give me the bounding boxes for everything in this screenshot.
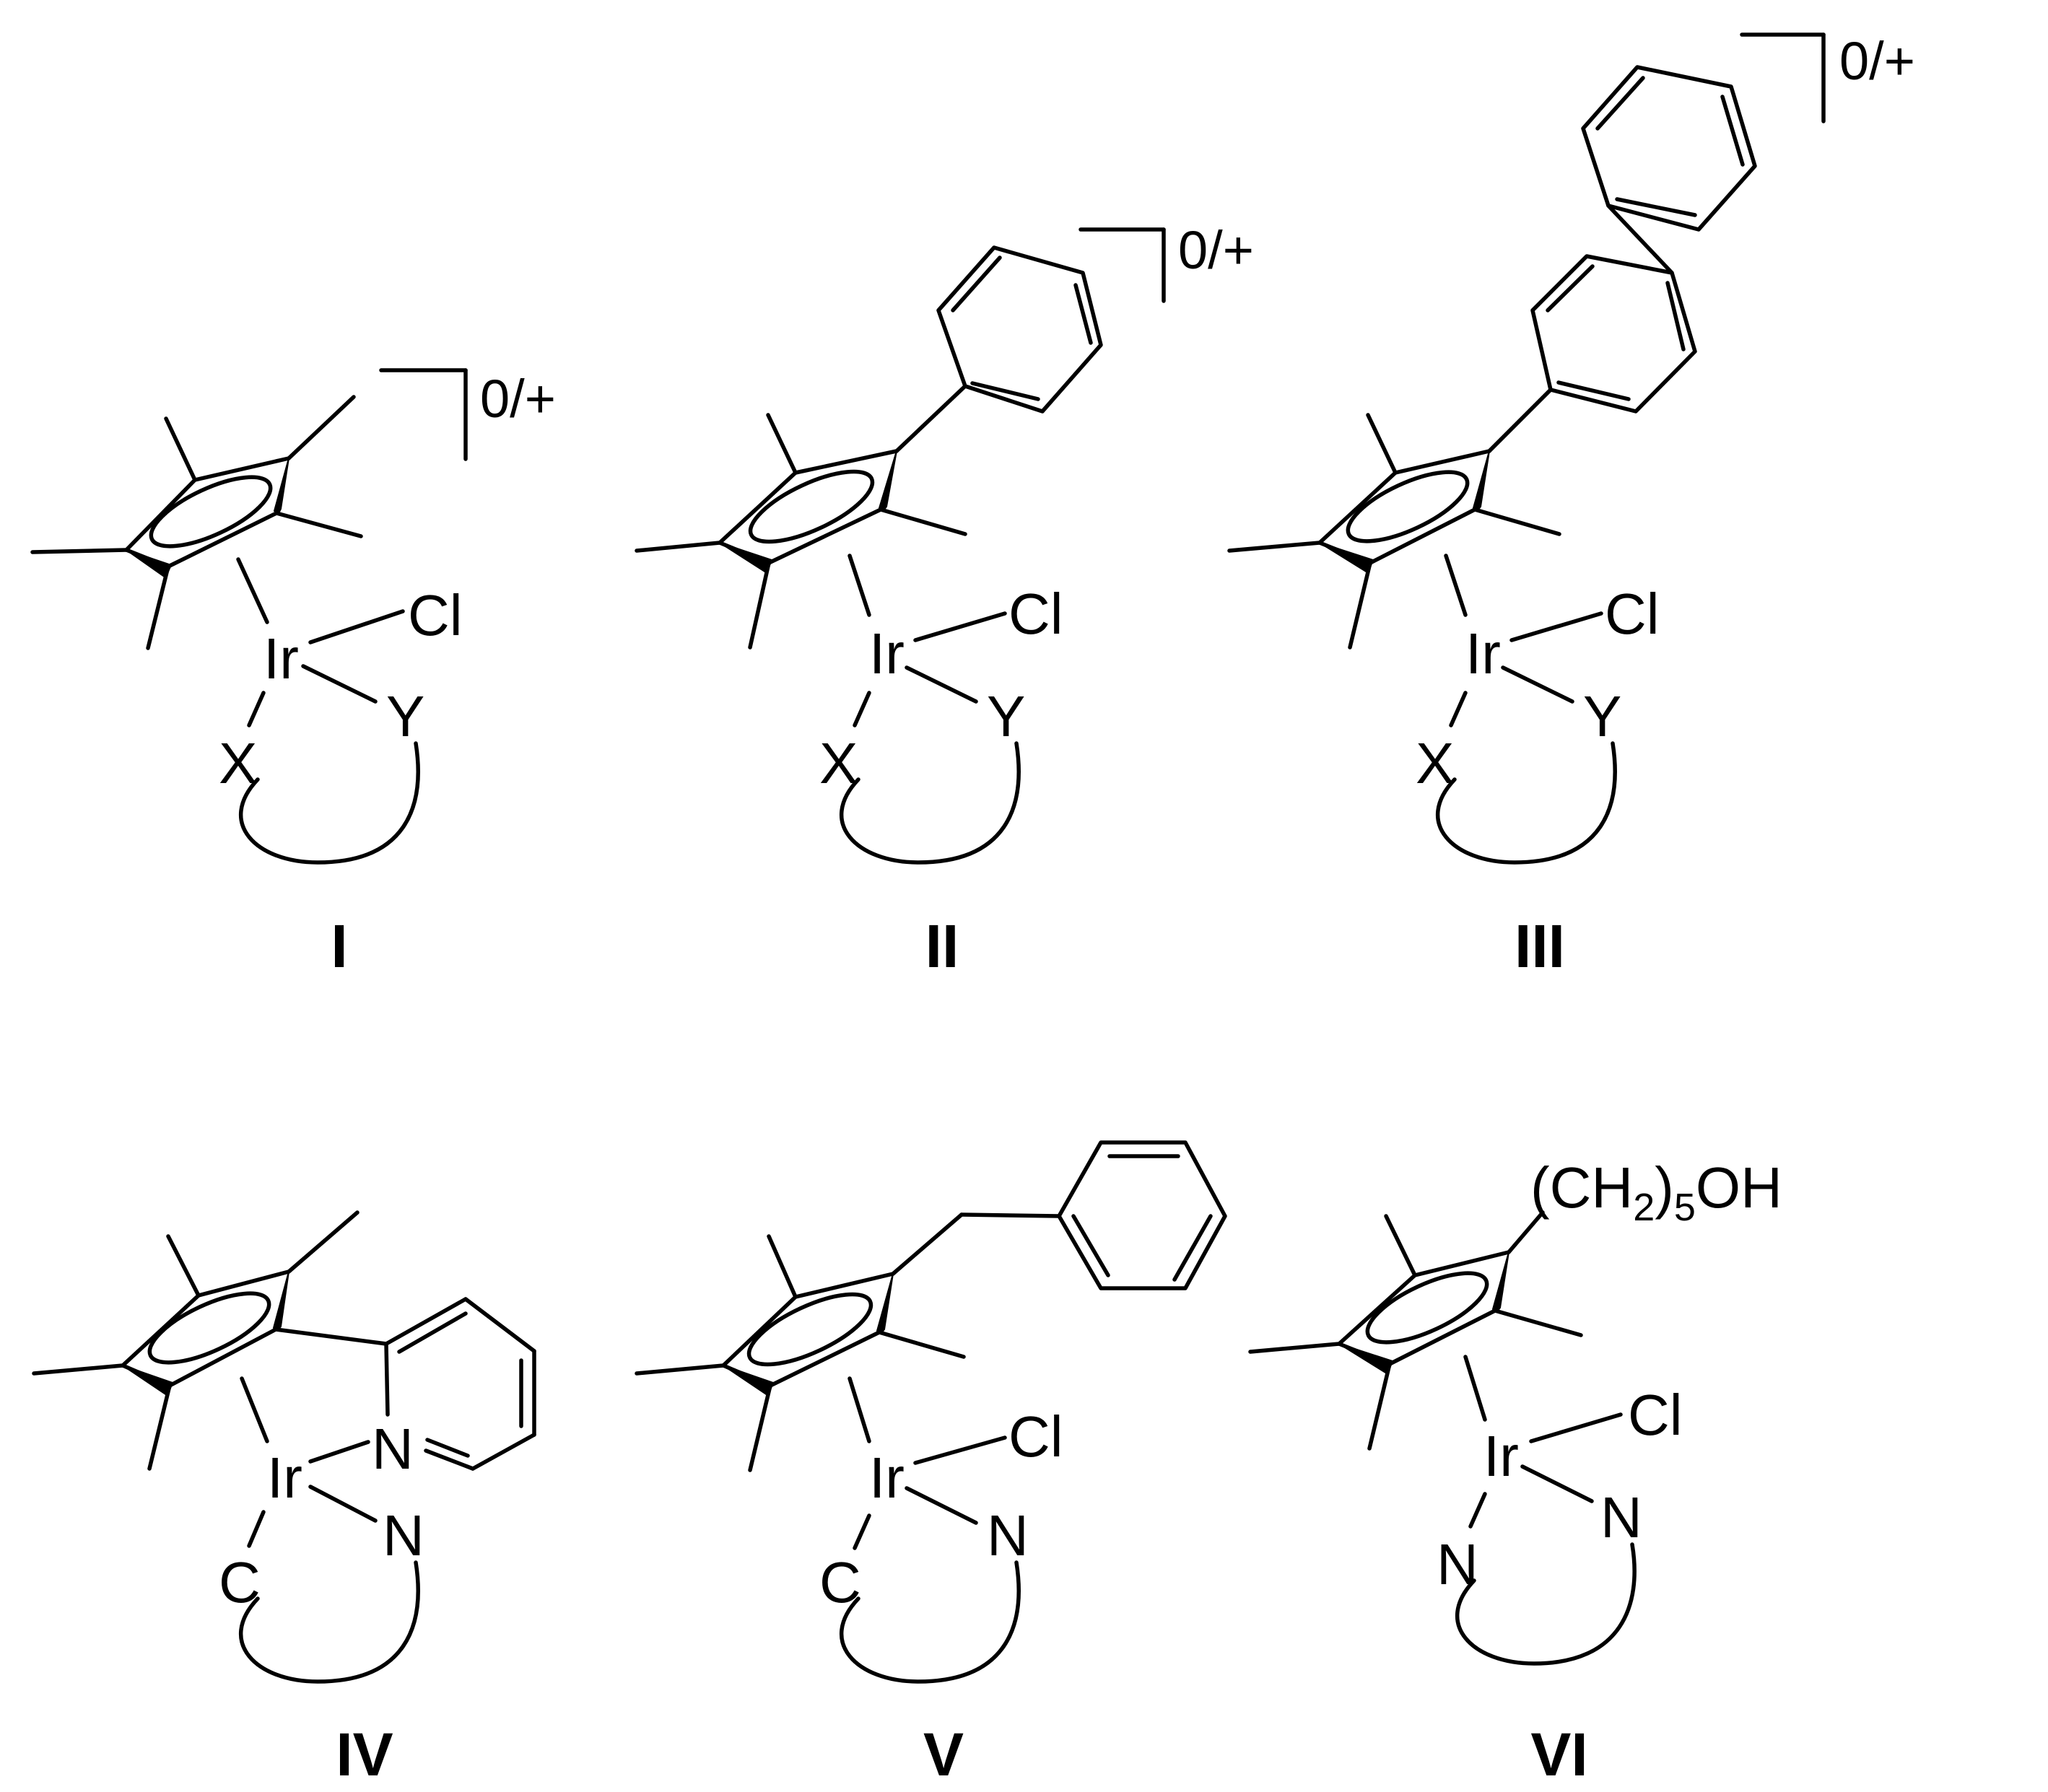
compound-II: 0/+ Ir Cl X Y II <box>635 220 1254 980</box>
compound-label: I <box>331 912 347 980</box>
cp-ring <box>721 1272 895 1396</box>
biphenyl <box>1487 65 1757 453</box>
charge-bracket <box>379 368 468 461</box>
donor-c-atom: C <box>819 1550 861 1614</box>
compound-V: Ir Cl C N V <box>635 1140 1227 1788</box>
charge-label: 0/+ <box>1178 220 1254 280</box>
donor-x-atom: X <box>819 731 858 795</box>
iridium-atom: Ir <box>267 1446 302 1510</box>
compound-IV: Ir N C N IV <box>32 1210 536 1788</box>
compound-label: III <box>1515 912 1565 980</box>
iridium-atom: Ir <box>869 1446 905 1510</box>
donor-x-atom: X <box>1416 731 1454 795</box>
methyl-bonds <box>30 395 363 650</box>
compound-VI: (CH2)5OH Ir Cl N N VI <box>1248 1155 1782 1788</box>
chlorine-atom: Cl <box>1008 1404 1063 1469</box>
donor-y-atom: Y <box>386 684 424 748</box>
compound-label: II <box>925 912 959 980</box>
cp-ring <box>121 1269 291 1396</box>
donor-y-atom: Y <box>1583 684 1621 748</box>
compound-label: VI <box>1530 1721 1587 1788</box>
methyl-bonds <box>635 413 967 650</box>
chlorine-atom: Cl <box>1008 582 1063 646</box>
chlorine-atom: Cl <box>408 583 463 647</box>
methyl-bonds <box>635 1234 966 1472</box>
chlorine-atom: Cl <box>1605 582 1660 646</box>
iridium-atom: Ir <box>263 626 299 691</box>
metal-bonds <box>239 1376 420 1684</box>
donor-c-atom: C <box>219 1550 261 1614</box>
metal-bonds <box>1436 554 1617 865</box>
metal-bonds <box>236 557 420 865</box>
compound-III: 0/+ Ir Cl X Y III <box>1227 31 1915 980</box>
cp-ring <box>1337 1250 1511 1374</box>
phenyl-ring <box>894 245 1103 453</box>
cp-ring <box>124 456 291 578</box>
metal-bonds <box>1455 1355 1637 1666</box>
compound-label: V <box>923 1721 964 1788</box>
metal-bonds <box>840 1376 1021 1684</box>
charge-bracket <box>1079 227 1166 303</box>
cp-ring <box>1317 449 1491 573</box>
pyridyl-ring <box>274 1297 536 1471</box>
methyl-bonds <box>32 1210 360 1471</box>
charge-label: 0/+ <box>1839 31 1915 91</box>
pyridine-nitrogen-atom: N <box>372 1417 414 1481</box>
compound-label: IV <box>336 1721 393 1788</box>
methyl-bonds <box>1248 1210 1583 1451</box>
donor-y-atom: Y <box>987 684 1025 748</box>
iridium-atom: Ir <box>1465 621 1501 686</box>
donor-n-right-atom: N <box>1600 1485 1642 1550</box>
hydroxypentyl-chain: (CH2)5OH <box>1530 1155 1782 1229</box>
donor-n-left-atom: N <box>1437 1532 1478 1596</box>
compound-I: 0/+ Ir Cl X Y I <box>30 368 556 980</box>
benzyl-group <box>891 1140 1227 1290</box>
donor-n-atom: N <box>987 1503 1029 1568</box>
iridium-atom: Ir <box>1483 1424 1519 1488</box>
methyl-bonds <box>1227 413 1561 650</box>
iridium-atom: Ir <box>869 621 905 686</box>
charge-bracket <box>1740 32 1826 123</box>
metal-bonds <box>840 554 1021 865</box>
charge-label: 0/+ <box>480 369 556 429</box>
chlorine-atom: Cl <box>1628 1383 1683 1447</box>
donor-n-atom: N <box>383 1503 424 1568</box>
donor-x-atom: X <box>219 731 257 795</box>
cp-ring <box>718 449 899 573</box>
